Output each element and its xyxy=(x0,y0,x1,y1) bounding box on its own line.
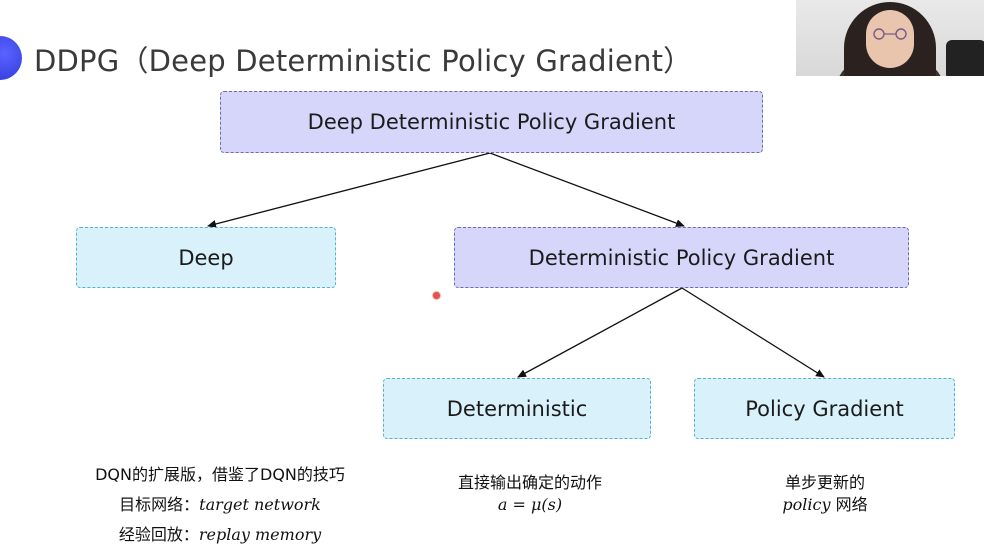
arrow-root-to-deep xyxy=(207,152,491,228)
note-deep-line2-value: target network xyxy=(199,495,321,514)
note-policy-gradient: 单步更新的 policy 网络 xyxy=(700,472,950,516)
node-dpg-label: Deterministic Policy Gradient xyxy=(528,245,835,270)
node-ddpg: Deep Deterministic Policy Gradient xyxy=(220,91,763,153)
glasses-icon xyxy=(873,28,907,40)
note-policy-gradient-line2-value: policy xyxy=(782,495,831,514)
note-deterministic-formula: a = μ(s) xyxy=(497,495,563,514)
arrow-dpg-to-deterministic xyxy=(517,287,683,378)
node-deterministic: Deterministic xyxy=(383,378,651,439)
note-policy-gradient-line2-label: 网络 xyxy=(830,495,868,514)
node-policy-gradient-label: Policy Gradient xyxy=(745,396,904,421)
note-deep-line2-label: 目标网络： xyxy=(119,495,200,514)
note-deep-line2: 目标网络：target network xyxy=(40,490,400,520)
arrow-dpg-to-policy-gradient xyxy=(681,287,825,378)
note-policy-gradient-line2: policy 网络 xyxy=(700,494,950,516)
slide-title: DDPG（Deep Deterministic Policy Gradient） xyxy=(34,44,693,78)
note-deep-line3-value: replay memory xyxy=(198,525,322,544)
note-deep-line3-label: 经验回放： xyxy=(118,525,199,544)
node-deep: Deep xyxy=(76,227,336,288)
title-accent-circle xyxy=(0,36,22,80)
note-deterministic-line1: 直接输出确定的动作 xyxy=(457,473,602,492)
node-dpg: Deterministic Policy Gradient xyxy=(454,227,909,288)
note-deterministic: 直接输出确定的动作 a = μ(s) xyxy=(400,472,660,516)
laser-pointer-dot xyxy=(432,291,441,300)
node-deterministic-label: Deterministic xyxy=(446,396,588,421)
node-policy-gradient: Policy Gradient xyxy=(694,378,955,439)
note-deep-line1: DQN的扩展版，借鉴了DQN的技巧 xyxy=(95,465,345,484)
note-policy-gradient-line1: 单步更新的 xyxy=(784,473,865,492)
note-deep-line3: 经验回放：replay memory xyxy=(40,520,400,550)
webcam-overlay xyxy=(796,0,984,76)
note-deep: DQN的扩展版，借鉴了DQN的技巧 目标网络：target network 经验… xyxy=(40,460,400,550)
arrow-root-to-dpg xyxy=(489,152,685,227)
presenter-face xyxy=(866,10,914,68)
chair-shape xyxy=(946,40,984,76)
node-deep-label: Deep xyxy=(178,245,234,270)
node-ddpg-label: Deep Deterministic Policy Gradient xyxy=(307,110,676,134)
